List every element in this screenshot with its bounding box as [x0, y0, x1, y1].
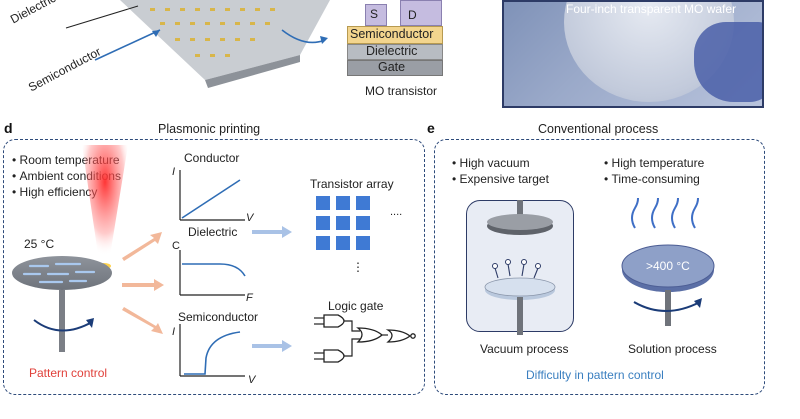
transistor-array-label: Transistor array [310, 177, 394, 191]
transistor-source [365, 4, 387, 26]
logic-gate-label: Logic gate [328, 299, 384, 313]
bullet-high-temperature: High temperature [604, 155, 705, 171]
transistor-semiconductor-label: Semiconductor [350, 27, 434, 41]
semiconductor-graph-title: Semiconductor [178, 310, 259, 324]
transistor-drain [400, 0, 442, 26]
plasmonic-printing-illustration [12, 145, 416, 377]
panel-e-right-bullets: High temperature Time-consuming [604, 155, 705, 187]
top-wafer-illustration [65, 0, 330, 88]
panel-d-frame [3, 139, 425, 395]
bullet-expensive-target: Expensive target [452, 171, 549, 187]
panel-e-title: Conventional process [538, 122, 659, 136]
pattern-control-label: Pattern control [29, 366, 108, 380]
panel-e-frame [434, 139, 765, 395]
temperature-label: 25 °C [24, 237, 55, 251]
transistor-source-label: S [370, 7, 379, 21]
panel-d-title: Plasmonic printing [158, 122, 261, 136]
bullet-high-efficiency: High efficiency [12, 184, 121, 200]
array-ellipsis-vertical: ⋮ [352, 260, 364, 274]
bullet-high-vacuum: High vacuum [452, 155, 549, 171]
array-ellipsis-horizontal: .... [390, 206, 403, 218]
conductor-y-axis: I [172, 166, 176, 178]
solution-temperature-label: >400 °C [646, 259, 690, 273]
transistor-dielectric-layer [347, 44, 443, 60]
wafer-photo-caption: Four-inch transparent MO wafer [566, 2, 737, 16]
difficulty-pattern-control: Difficulty in pattern control [526, 368, 664, 382]
semiconductor-y-axis: I [172, 326, 176, 338]
solution-process-caption: Solution process [628, 342, 717, 356]
vacuum-process-illustration [484, 200, 556, 335]
wafer-photo: Four-inch transparent MO wafer [502, 0, 764, 108]
mo-transistor-caption: MO transistor [365, 84, 438, 98]
panel-d-letter: d [4, 120, 13, 136]
dielectric-graph-title: Dielectric [188, 225, 238, 239]
semiconductor-x-axis: V [248, 374, 256, 386]
vacuum-process-caption: Vacuum process [480, 342, 569, 356]
dielectric-x-axis: F [246, 292, 253, 304]
transistor-gate-layer [347, 60, 443, 76]
bullet-time-consuming: Time-consuming [604, 171, 704, 187]
transistor-dielectric-label: Dielectric [366, 44, 418, 58]
conductor-graph-title: Conductor [184, 151, 240, 165]
dielectric-y-axis: C [172, 240, 180, 252]
panel-e-left-bullets: High vacuum Expensive target [452, 155, 549, 187]
transistor-semiconductor-layer [347, 26, 443, 44]
transistor-gate-label: Gate [378, 60, 406, 74]
transistor-drain-label: D [408, 8, 417, 22]
solution-process-illustration [621, 198, 715, 326]
panel-e-letter: e [427, 120, 435, 136]
conductor-x-axis: V [246, 212, 254, 224]
